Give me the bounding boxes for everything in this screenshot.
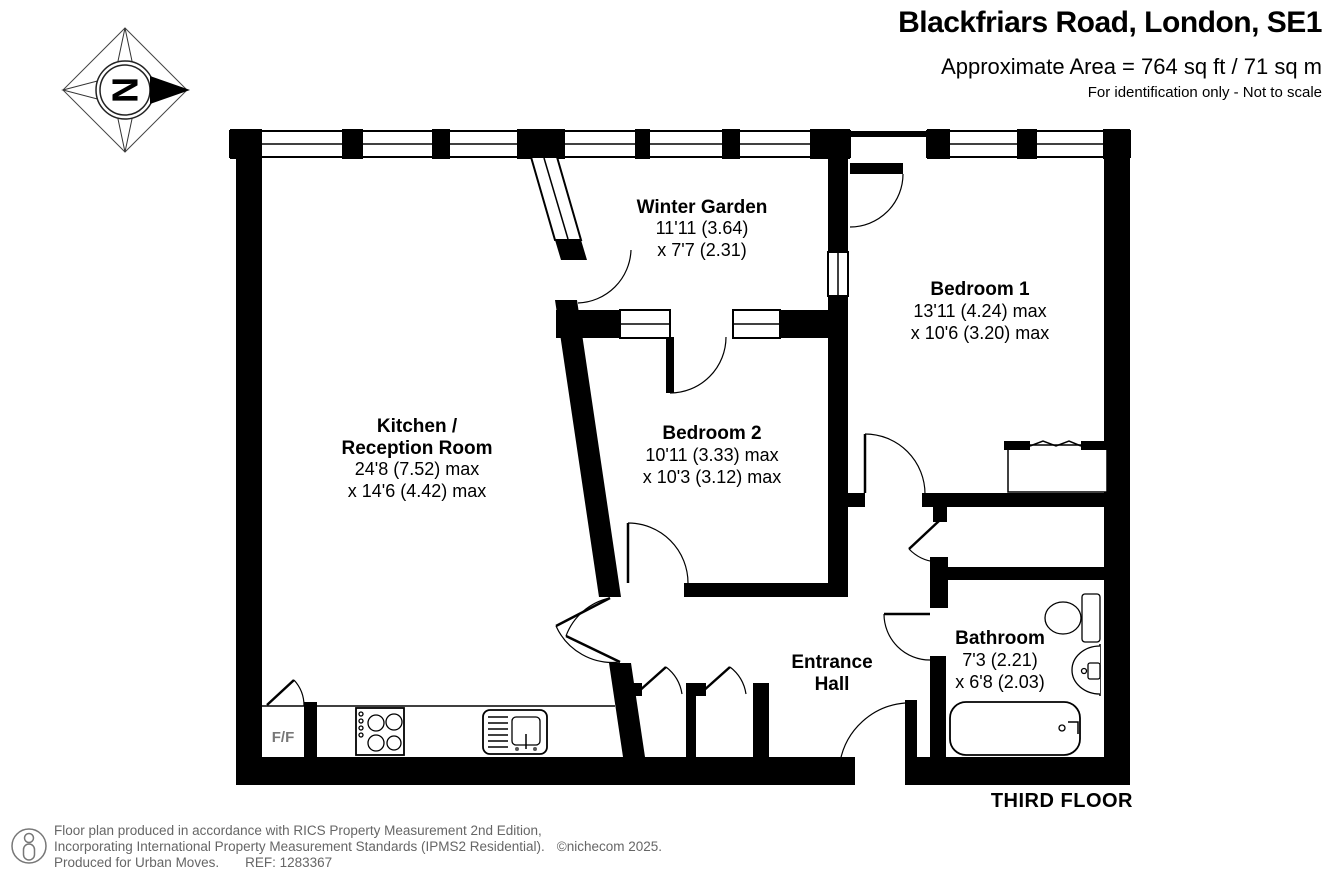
footer-disclaimer: Floor plan produced in accordance with R…	[54, 823, 662, 871]
wardrobe-fixture	[1004, 440, 1108, 493]
room-label-bathroom: Bathroom	[955, 628, 1045, 649]
room-dim: 13'11 (4.24) max	[913, 301, 1046, 321]
door-arc	[863, 433, 926, 495]
room-dim: x 14'6 (4.42) max	[348, 481, 487, 501]
footer-ref: REF: 1283367	[245, 855, 333, 870]
page-title: Blackfriars Road, London, SE1	[898, 6, 1322, 39]
entrance-door-arc	[839, 702, 906, 763]
room-dim: x 7'7 (2.31)	[657, 240, 746, 260]
footer-produced-for: Produced for Urban Moves.	[54, 855, 220, 870]
footer-line2: Incorporating International Property Mea…	[54, 839, 662, 855]
door-arc	[626, 522, 689, 584]
room-dim: 7'3 (2.21)	[962, 650, 1037, 670]
person-logo-icon	[11, 828, 47, 864]
room-label-entrance-hall: Entrance	[791, 652, 872, 673]
footer-line1: Floor plan produced in accordance with R…	[54, 823, 542, 838]
compass-rose-icon: N	[61, 27, 190, 153]
room-label-bedroom1: Bedroom 1	[930, 279, 1030, 300]
basin-fixture	[1071, 644, 1101, 696]
floor-label: THIRD FLOOR	[990, 790, 1133, 812]
window	[529, 156, 583, 241]
room-labels: Winter Garden 11'11 (3.64) x 7'7 (2.31) …	[272, 197, 1050, 746]
toilet-fixture	[1044, 593, 1101, 643]
door-arc	[577, 249, 632, 304]
window	[827, 251, 849, 297]
cupboard-door	[908, 519, 941, 563]
closet-door	[637, 666, 683, 695]
doors	[266, 173, 941, 763]
window	[619, 309, 671, 339]
windows	[529, 156, 849, 339]
footer-copyright: ©nichecom 2025.	[556, 839, 663, 854]
bathtub-fixture	[949, 701, 1081, 756]
bathroom-fixtures	[949, 440, 1108, 756]
door-arc	[669, 336, 727, 394]
footer-line3: Produced for Urban Moves. REF: 1283367	[54, 855, 662, 871]
kitchen-sink-fixture	[482, 709, 548, 755]
hob-fixture	[355, 707, 405, 756]
room-dim: x 10'3 (3.12) max	[643, 467, 782, 487]
room-label-bedroom2: Bedroom 2	[662, 423, 761, 444]
wall-segments	[229, 129, 1131, 785]
room-label-kitchen2: Reception Room	[342, 438, 493, 459]
room-label-entrance-hall2: Hall	[815, 674, 850, 695]
door-arc	[849, 173, 904, 228]
room-dim: x 10'6 (3.20) max	[911, 323, 1050, 343]
room-label-kitchen: Kitchen /	[377, 416, 458, 437]
footer-standards: Incorporating International Property Mea…	[54, 839, 545, 854]
door-arc	[883, 612, 931, 661]
room-dim: 24'8 (7.52) max	[355, 459, 480, 479]
kitchen-fixtures	[262, 705, 615, 756]
room-dim: 10'11 (3.33) max	[645, 445, 778, 465]
north-arrow-icon	[150, 76, 190, 104]
double-door-arcs	[555, 596, 621, 664]
compass-letter: N	[105, 77, 146, 103]
room-label-winter-garden: Winter Garden	[637, 197, 768, 218]
window	[732, 309, 781, 339]
room-dim: x 6'8 (2.03)	[955, 672, 1044, 692]
closet-door	[266, 679, 305, 707]
fridge-freezer-label: F/F	[272, 729, 295, 746]
room-dim: 11'11 (3.64)	[656, 218, 749, 238]
closet-door	[701, 666, 747, 695]
disclaimer: For identification only - Not to scale	[1087, 84, 1322, 101]
approximate-area: Approximate Area = 764 sq ft / 71 sq m	[941, 54, 1322, 79]
